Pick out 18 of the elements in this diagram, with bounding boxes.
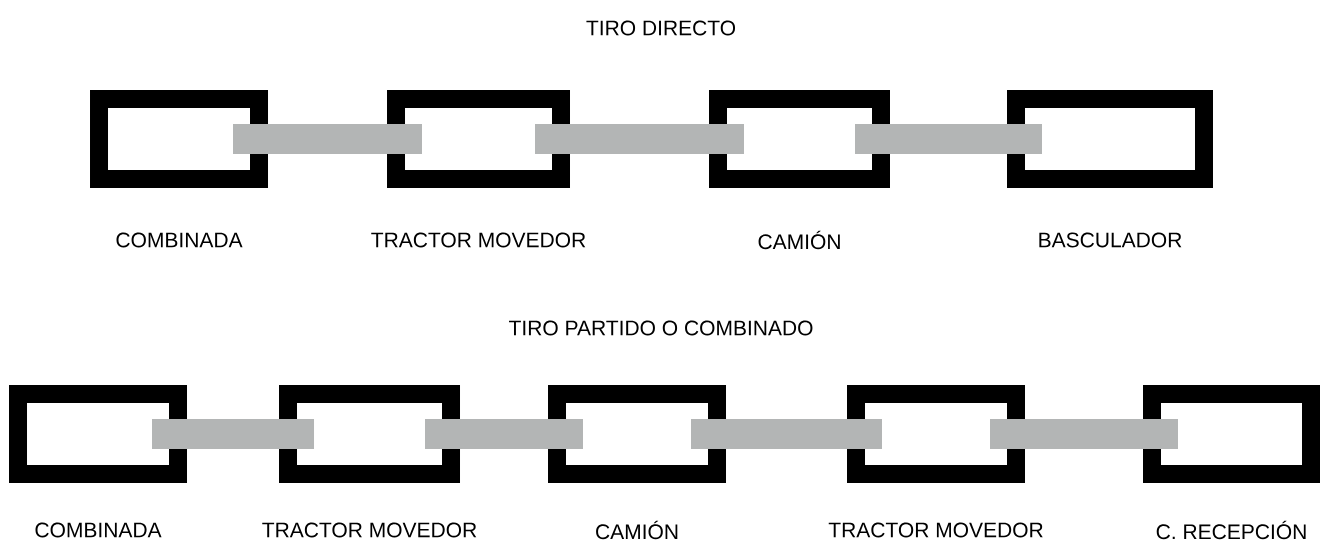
section-heading: TIRO DIRECTO [586,20,736,36]
link-bar [233,124,422,154]
box-label: TRACTOR MOVEDOR [828,522,1043,538]
link-bar [152,419,314,449]
section-heading: TIRO PARTIDO O COMBINADO [509,320,813,336]
link-bar [691,419,882,449]
box-label: COMBINADA [35,522,162,538]
box-label: COMBINADA [116,232,243,248]
box-label: TRACTOR MOVEDOR [262,522,477,538]
link-bar [855,124,1042,154]
link-bar [535,124,744,154]
box-label: C. RECEPCIÓN [1156,520,1306,540]
link-bar [990,419,1178,449]
box-label: TRACTOR MOVEDOR [371,232,586,248]
box-label: BASCULADOR [1039,232,1182,248]
link-bar [425,419,583,449]
box-label: CAMIÓN [596,520,678,540]
box-label: CAMIÓN [758,230,840,250]
